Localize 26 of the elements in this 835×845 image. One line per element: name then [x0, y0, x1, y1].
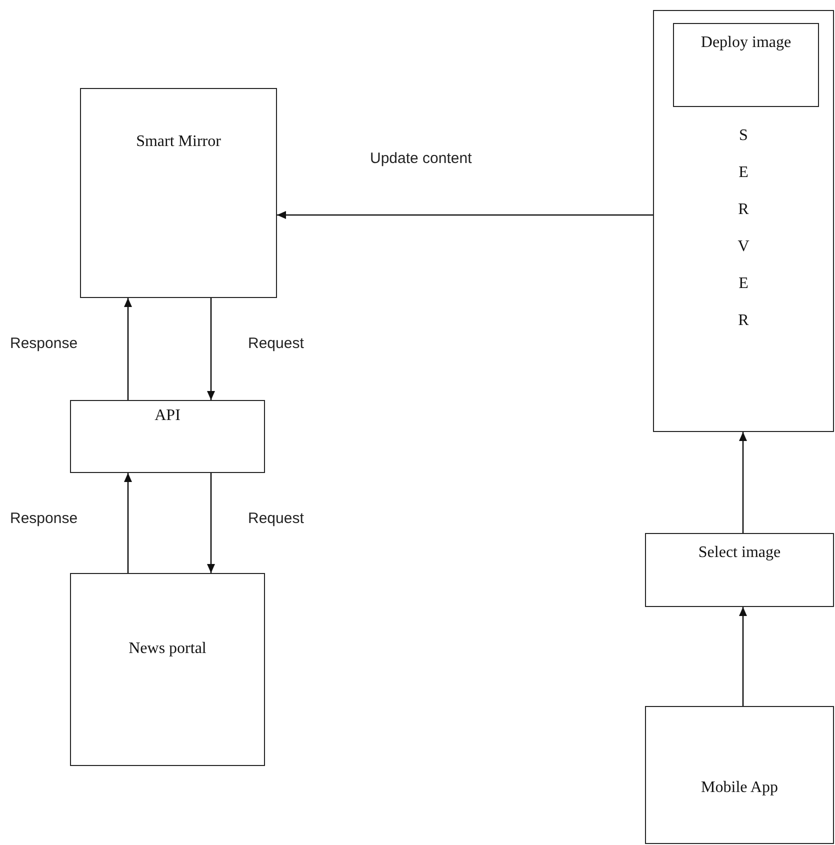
process-box [645, 533, 834, 607]
edge-label: Request [248, 510, 304, 527]
box-label: Mobile App [701, 778, 778, 798]
edge-label: Request [248, 335, 304, 352]
box-label: News portal [128, 639, 206, 659]
process-box [653, 10, 834, 432]
edge-label: Update content [370, 150, 472, 167]
arrow [207, 473, 215, 573]
box-label: Select image [698, 543, 781, 563]
process-box [70, 400, 265, 473]
process-box [70, 573, 265, 766]
arrow [277, 211, 653, 219]
arrow [207, 298, 215, 400]
arrow [124, 473, 132, 573]
box-label: Smart Mirror [136, 132, 221, 152]
box-label: API [154, 406, 180, 426]
arrow [739, 432, 747, 533]
arrow [739, 607, 747, 706]
box-label: Deploy image [700, 33, 792, 53]
process-box [645, 706, 834, 844]
edge-label: Response [10, 335, 78, 352]
arrow [124, 298, 132, 400]
process-box [673, 23, 819, 107]
edge-label: Response [10, 510, 78, 527]
box-label: SERVER [736, 126, 750, 331]
process-box [80, 88, 277, 298]
